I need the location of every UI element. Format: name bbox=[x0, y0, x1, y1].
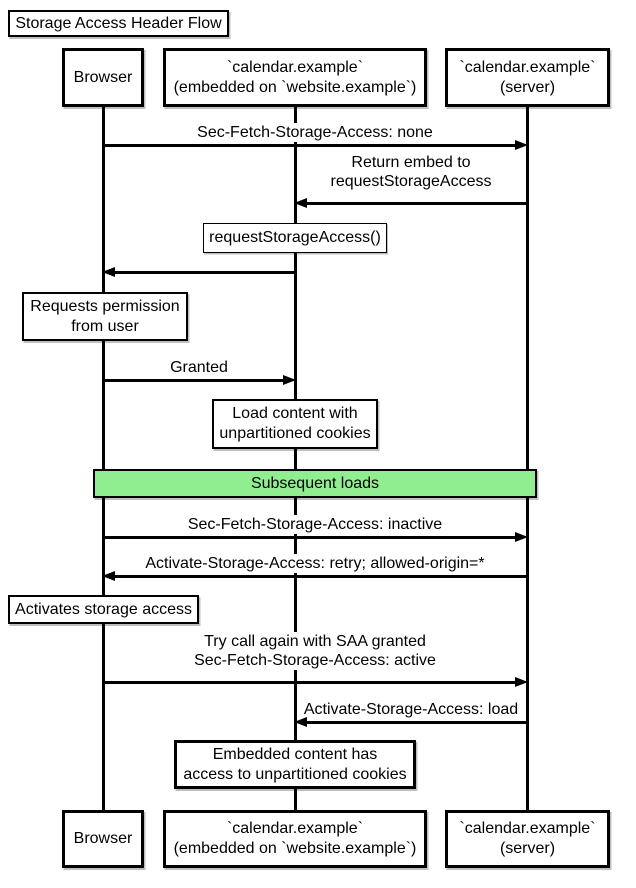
participant-browser-top: Browser bbox=[62, 48, 144, 107]
message-label: Sec-Fetch-Storage-Access: inactive bbox=[103, 515, 527, 534]
arrow-line bbox=[103, 143, 523, 147]
lifeline-server bbox=[525, 106, 529, 810]
arrow-line bbox=[103, 680, 523, 684]
arrowhead-right-icon bbox=[515, 531, 528, 542]
loop-band-subsequent-loads: Subsequent loads bbox=[93, 469, 537, 498]
message-label: Sec-Fetch-Storage-Access: none bbox=[103, 123, 527, 142]
participant-server-top: `calendar.example` (server) bbox=[445, 48, 610, 107]
message-label: Return embed to requestStorageAccess bbox=[295, 153, 527, 191]
participant-server-bottom: `calendar.example` (server) bbox=[445, 810, 610, 868]
arrow-line bbox=[299, 201, 527, 205]
arrowhead-left-icon bbox=[102, 570, 115, 581]
note-load-content: Load content with unpartitioned cookies bbox=[212, 399, 378, 449]
arrow-line bbox=[107, 270, 295, 274]
arrowhead-right-icon bbox=[515, 139, 528, 150]
note-embedded-content: Embedded content has access to unpartiti… bbox=[174, 740, 416, 789]
message-request-storage-access-box: requestStorageAccess() bbox=[203, 223, 387, 253]
note-requests-permission: Requests permission from user bbox=[22, 292, 188, 341]
participant-embed-top: `calendar.example` (embedded on `website… bbox=[163, 48, 427, 107]
lifeline-browser bbox=[101, 106, 105, 810]
message-label: Activate-Storage-Access: retry; allowed-… bbox=[103, 554, 527, 573]
arrow-line bbox=[103, 535, 523, 539]
arrow-line bbox=[103, 378, 291, 382]
lifeline-embed bbox=[293, 106, 297, 810]
arrowhead-left-icon bbox=[294, 197, 307, 208]
message-label: Granted bbox=[103, 358, 295, 377]
arrow-line bbox=[299, 720, 527, 724]
arrowhead-right-icon bbox=[283, 374, 296, 385]
participant-browser-bottom: Browser bbox=[62, 810, 144, 868]
arrow-line bbox=[107, 574, 527, 578]
message-label: Activate-Storage-Access: load bbox=[295, 700, 527, 719]
participant-embed-bottom: `calendar.example` (embedded on `website… bbox=[163, 810, 427, 868]
arrowhead-right-icon bbox=[515, 676, 528, 687]
arrowhead-left-icon bbox=[102, 266, 115, 277]
message-label: Try call again with SAA granted Sec-Fetc… bbox=[103, 632, 527, 670]
arrowhead-left-icon bbox=[294, 716, 307, 727]
note-activates-storage-access: Activates storage access bbox=[8, 595, 199, 624]
diagram-title: Storage Access Header Flow bbox=[8, 10, 229, 37]
